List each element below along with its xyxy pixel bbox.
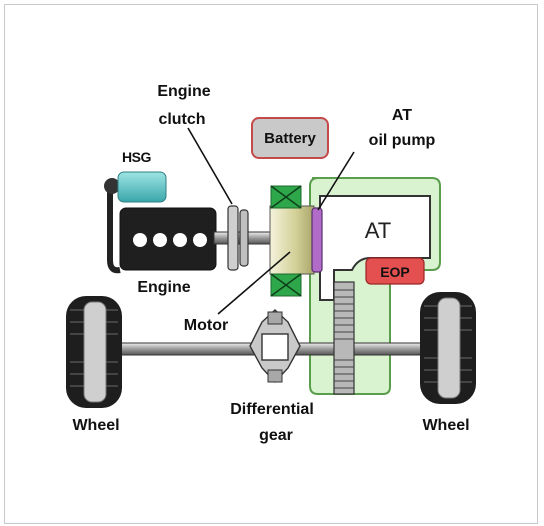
oil-pump-pointer	[317, 151, 355, 211]
engine	[119, 207, 217, 271]
at-oil-pump	[311, 207, 323, 273]
at-label: AT	[365, 218, 391, 243]
motor	[269, 205, 315, 275]
belt	[104, 178, 121, 274]
hsg-label: HSG	[122, 149, 151, 165]
at-oil-pump-label-line2: oil pump	[369, 132, 436, 149]
engine-clutch-label-line2: clutch	[158, 111, 205, 128]
at-oil-pump-label-line1: AT	[392, 107, 412, 124]
differential-gear	[249, 309, 301, 384]
pointer-lines	[187, 127, 355, 315]
engine-clutch-label-line1: Engine	[157, 83, 210, 100]
motor-pointer	[217, 251, 291, 315]
engine-clutch	[227, 205, 249, 271]
battery-label: Battery	[264, 130, 316, 147]
wheel-right	[420, 292, 476, 404]
engine-clutch-pointer	[187, 127, 233, 205]
eop	[365, 257, 425, 285]
battery	[251, 117, 329, 159]
motor-label: Motor	[184, 317, 228, 334]
reduction-gear	[333, 281, 355, 395]
differential-label-line2: gear	[259, 427, 293, 444]
motor-coil-bottom	[270, 273, 302, 297]
differential-label-line1: Differential	[230, 401, 314, 418]
wheel-right-label: Wheel	[422, 417, 469, 434]
engine-label: Engine	[137, 279, 190, 296]
hsg-unit	[117, 171, 167, 203]
wheel-left-label: Wheel	[72, 417, 119, 434]
eop-label: EOP	[380, 264, 410, 280]
motor-coil-top	[270, 185, 302, 209]
wheel-left	[66, 296, 122, 408]
